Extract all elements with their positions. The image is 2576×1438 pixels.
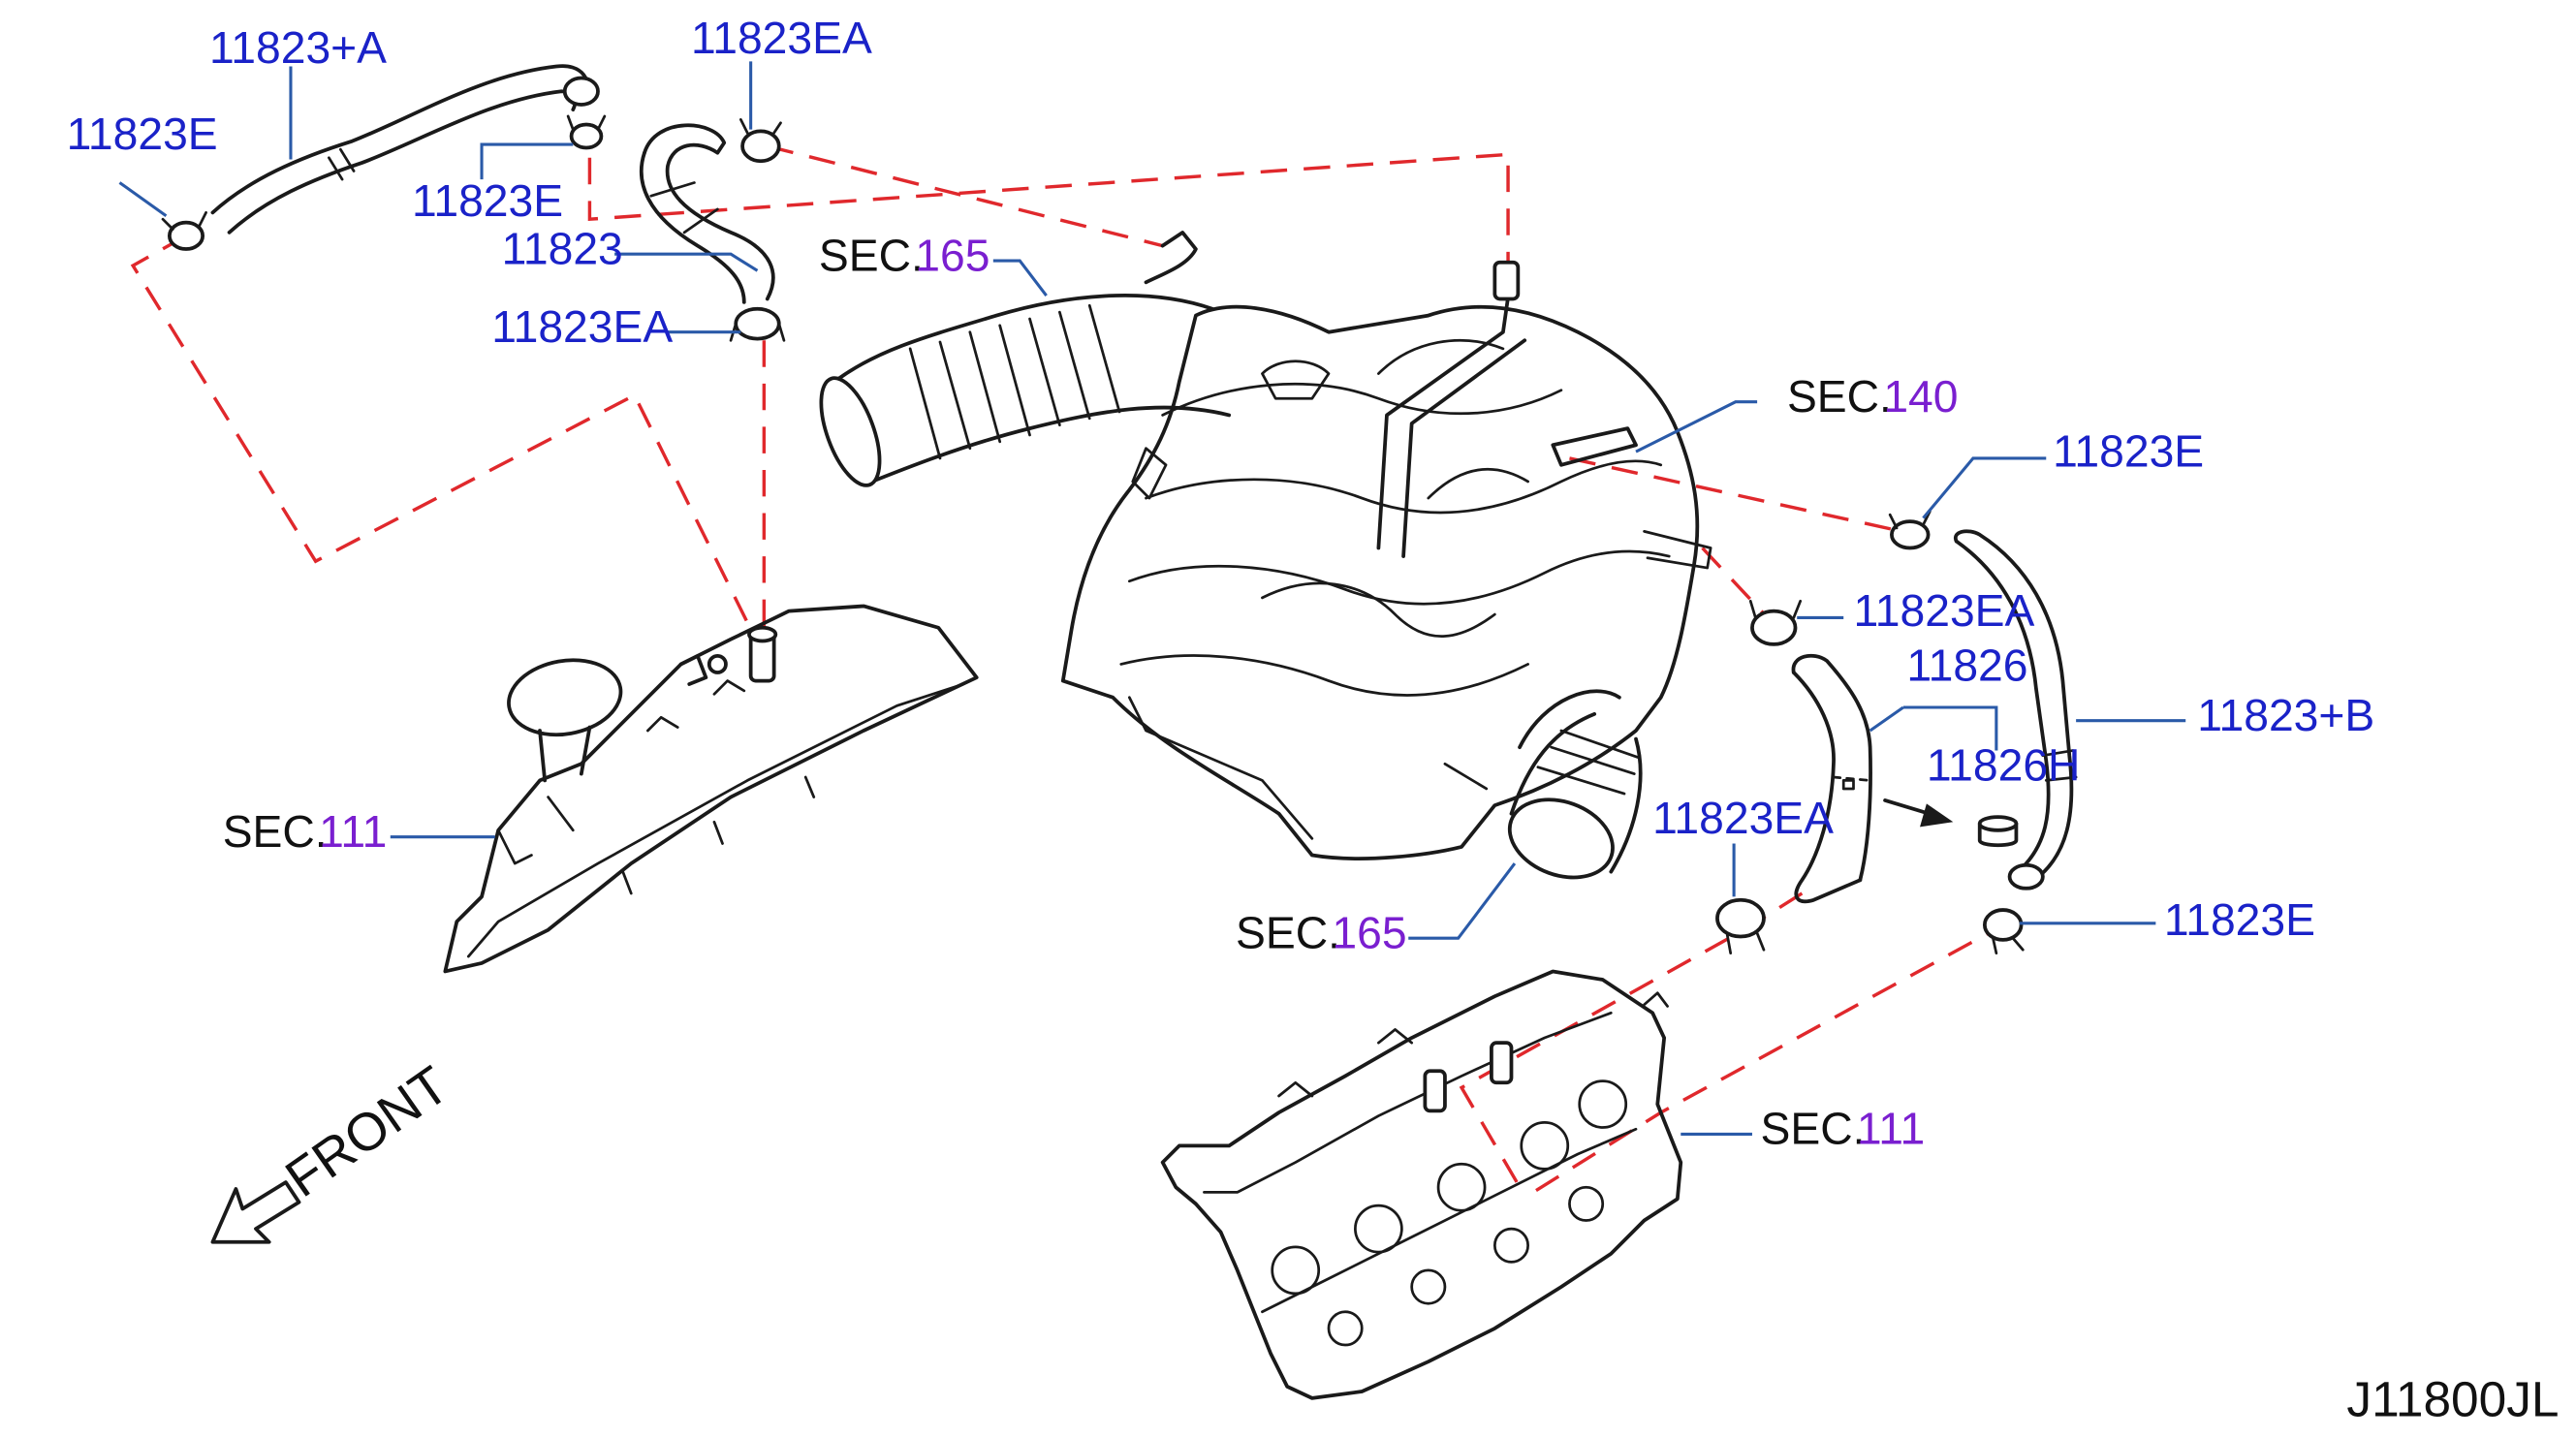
sec-111-right-number: 111: [1857, 1104, 1925, 1154]
label-11823e-low: 11823E: [2164, 894, 2315, 945]
sec-111-left-prefix: SEC.: [223, 806, 328, 857]
clamp-11823e-mid: [566, 114, 607, 150]
sec-111-right-prefix: SEC.: [1761, 1104, 1866, 1154]
rocker-cover-left: [443, 604, 979, 974]
hose-11823-a: [210, 64, 600, 234]
sec-165-top-prefix: SEC.: [819, 230, 924, 280]
leader-lines: [118, 61, 2186, 1136]
sec-165-top-number: 165: [915, 230, 990, 280]
sec-165-low-prefix: SEC.: [1236, 907, 1340, 957]
arrow-to-11826h: [1883, 798, 1954, 828]
label-11823e-mid: 11823E: [412, 175, 563, 226]
air-duct-upper: [819, 231, 1232, 487]
clamp-11823e-right: [1888, 510, 1932, 550]
clamp-11823e-top-left: [161, 210, 207, 251]
label-11823-a: 11823+A: [209, 22, 387, 73]
part-number-labels: 11823+A 11823E 11823EA 11823E 11823 1182…: [67, 13, 2375, 945]
label-11823ea-top: 11823EA: [691, 13, 872, 63]
hose-11823-b: [1953, 529, 2078, 891]
diagram-code: J11800JL: [2346, 1371, 2559, 1427]
clamp-11823ea-low: [1715, 897, 1766, 954]
intake-manifold: [1060, 260, 1712, 880]
label-11823ea-right: 11823EA: [1853, 585, 2034, 636]
label-11823ea-low: 11823EA: [1652, 793, 1834, 843]
label-11823: 11823: [502, 223, 623, 273]
label-11826h: 11826H: [1927, 739, 2081, 790]
sec-140-prefix: SEC.: [1787, 371, 1892, 422]
label-11826: 11826: [1906, 641, 2027, 691]
label-11823ea-left: 11823EA: [491, 301, 673, 352]
dashed-connection-lines: [130, 144, 2011, 1198]
rocker-cover-right: [1160, 969, 1683, 1400]
section-reference-labels: SEC. 165 SEC. 140 SEC. 111 SEC. 165 SEC.…: [223, 230, 1959, 1153]
sec-111-left-number: 111: [319, 806, 387, 857]
label-11823-b: 11823+B: [2197, 690, 2374, 740]
hose-11826: [1791, 653, 1872, 904]
clamp-11823ea-top: [738, 118, 782, 164]
clamp-11823ea-right: [1748, 599, 1803, 646]
label-11823e-top-left: 11823E: [67, 109, 218, 159]
label-11823e-right: 11823E: [2053, 426, 2204, 477]
clamp-11823e-low: [1982, 908, 2025, 954]
front-label: FRONT: [274, 1054, 458, 1208]
sec-140-number: 140: [1883, 371, 1958, 422]
hose-11823: [640, 123, 786, 342]
grommet-11826h: [1977, 815, 2019, 848]
sec-165-low-number: 165: [1332, 907, 1406, 957]
front-direction-indicator: FRONT: [210, 1054, 459, 1244]
